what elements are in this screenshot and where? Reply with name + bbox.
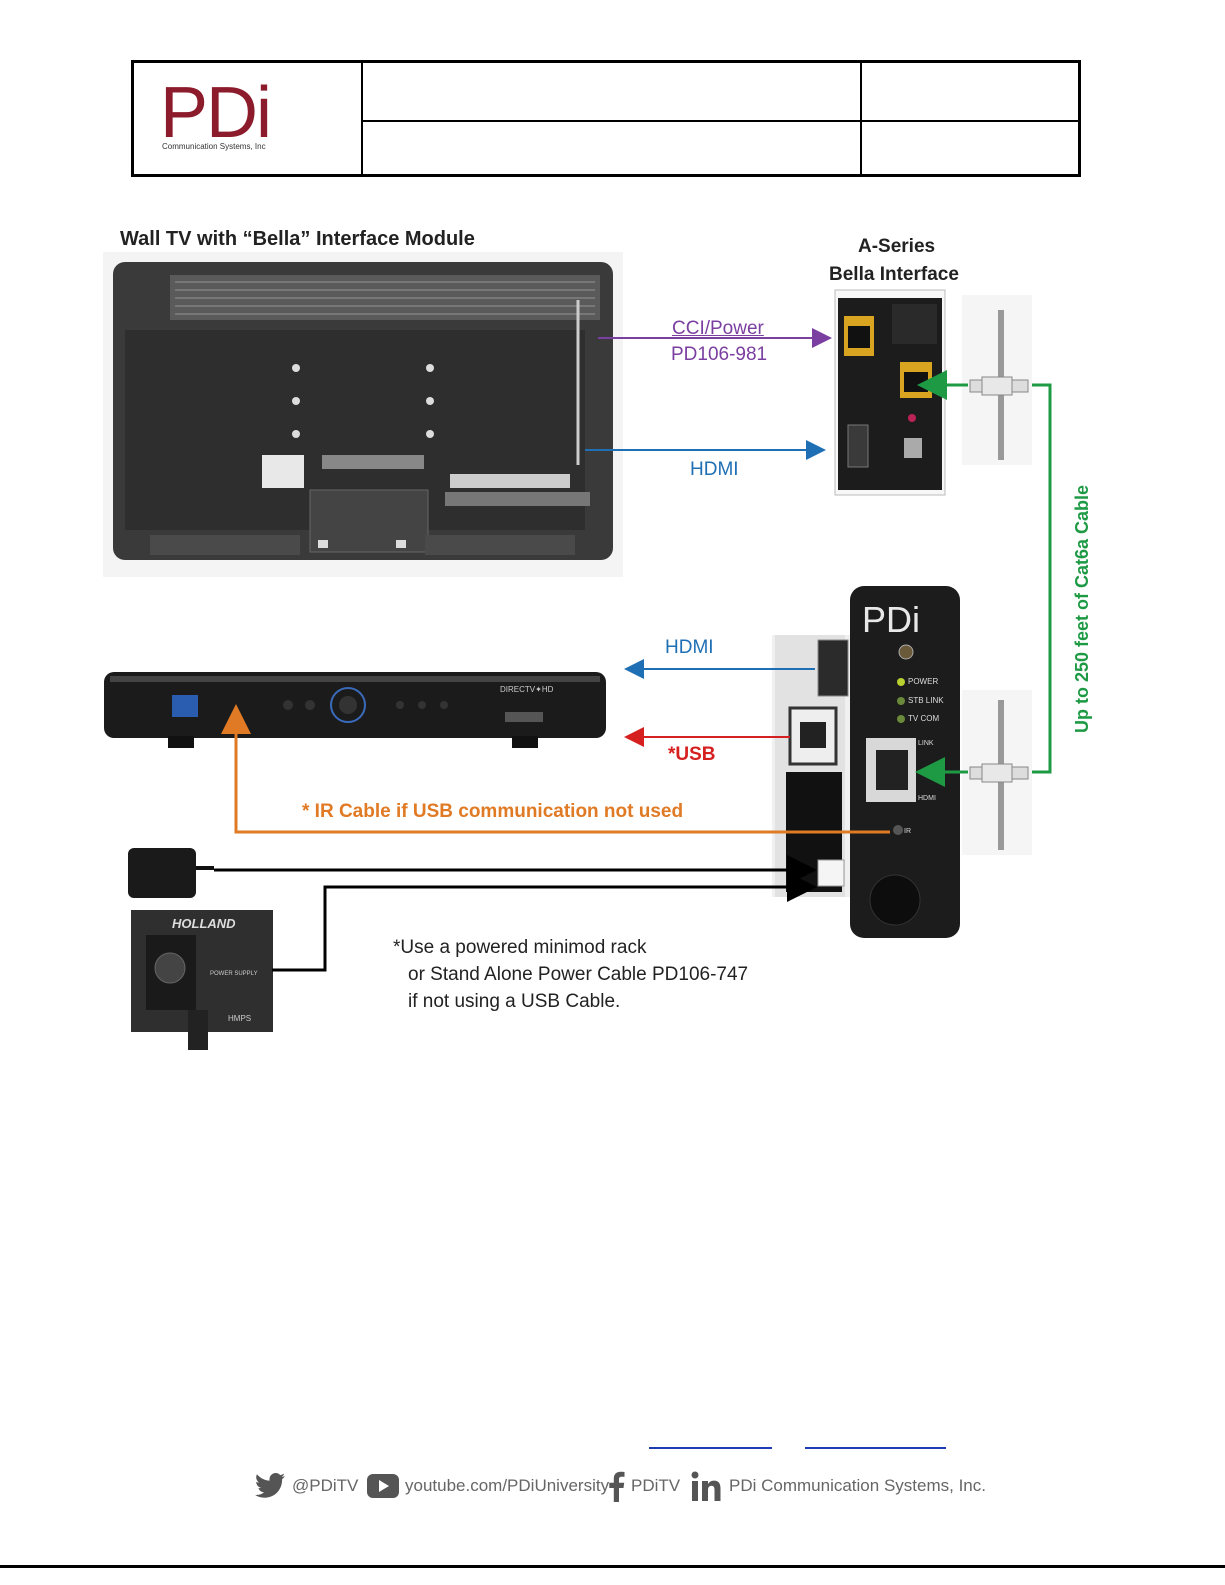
hdmi-label-mid: HDMI xyxy=(665,637,714,658)
linkedin-name: PDi Communication Systems, Inc. xyxy=(729,1476,986,1495)
header-divider xyxy=(860,63,862,174)
social-footer: @PDiTV youtube.com/PDiUniversity PDiTV P… xyxy=(0,1468,1225,1504)
footer-link-underline xyxy=(805,1447,946,1449)
bella-title-line1: A-Series xyxy=(858,236,936,257)
cci-power-label: CCI/Power xyxy=(672,318,764,339)
module-led-label: TV COM xyxy=(908,714,939,723)
power-cable-supply xyxy=(272,872,817,972)
hdmi-label-top: HDMI xyxy=(690,459,739,480)
company-logo-subtitle: Communication Systems, Inc xyxy=(162,142,266,151)
youtube-icon xyxy=(367,1474,399,1498)
ir-cable xyxy=(221,704,890,834)
directv-set-top-box: DIRECTV✦HD xyxy=(104,672,606,748)
module-port-label: HDMI xyxy=(918,795,936,802)
cci-power-part: PD106-981 xyxy=(671,344,768,365)
youtube-url: youtube.com/PDiUniversity xyxy=(405,1476,610,1495)
stb-brand: DIRECTV✦HD xyxy=(500,685,554,694)
power-supply-model: HMPS xyxy=(228,1014,251,1023)
module-brand: PDi xyxy=(862,599,920,640)
linkedin-icon xyxy=(691,1471,721,1501)
usb-label: *USB xyxy=(668,744,716,765)
company-logo: PDi xyxy=(160,73,272,153)
youtube-link[interactable]: youtube.com/PDiUniversity xyxy=(367,1468,609,1504)
cat6a-label: Up to 250 feet of Cat6a Cable xyxy=(1072,484,1092,733)
header-table: PDi Communication Systems, Inc xyxy=(131,60,1081,177)
wall-jack-bottom xyxy=(962,690,1032,855)
footer-link-underline xyxy=(649,1447,772,1449)
page-bottom-rule xyxy=(0,1565,1225,1568)
power-supply-brand: HOLLAND xyxy=(172,916,236,931)
ir-cable-label: * IR Cable if USB communication not used xyxy=(302,801,684,822)
facebook-handle: PDiTV xyxy=(631,1476,681,1495)
module-port-label: LINK xyxy=(918,740,934,747)
twitter-handle: @PDiTV xyxy=(292,1476,359,1495)
power-note-line1: *Use a powered minimod rack xyxy=(393,937,647,958)
minimod-rack-panel xyxy=(772,635,852,897)
wiring-diagram: DIRECTV✦HD PDi POWER STB LINK TV COM LIN… xyxy=(103,252,1052,1050)
module-led-label: POWER xyxy=(908,677,938,686)
twitter-link[interactable]: @PDiTV xyxy=(254,1468,358,1504)
twitter-icon xyxy=(255,1473,285,1498)
cat6a-cable xyxy=(1032,383,1052,774)
header-row-divider xyxy=(363,120,1078,122)
tv-title: Wall TV with “Bella” Interface Module xyxy=(120,228,475,250)
facebook-icon xyxy=(609,1471,625,1502)
holland-power-supply: HOLLAND POWER SUPPLY HMPS xyxy=(131,910,273,1050)
bella-title-line2: Bella Interface xyxy=(829,264,959,285)
power-note-line2: or Stand Alone Power Cable PD106-747 xyxy=(408,964,749,985)
power-supply-label: POWER SUPPLY xyxy=(210,971,258,977)
module-led-label: STB LINK xyxy=(908,696,944,705)
power-adapter xyxy=(128,848,214,898)
wall-tv-back xyxy=(103,252,623,577)
module-port-label: IR xyxy=(904,828,911,835)
wall-jack-top xyxy=(962,295,1032,465)
linkedin-link[interactable]: PDi Communication Systems, Inc. xyxy=(691,1468,986,1504)
header-divider xyxy=(361,63,363,174)
facebook-link[interactable]: PDiTV xyxy=(609,1468,680,1504)
power-note-line3: if not using a USB Cable. xyxy=(408,991,621,1012)
bella-interface-module xyxy=(834,289,946,496)
pdi-module: PDi POWER STB LINK TV COM LINK HDMI IR xyxy=(850,586,960,938)
